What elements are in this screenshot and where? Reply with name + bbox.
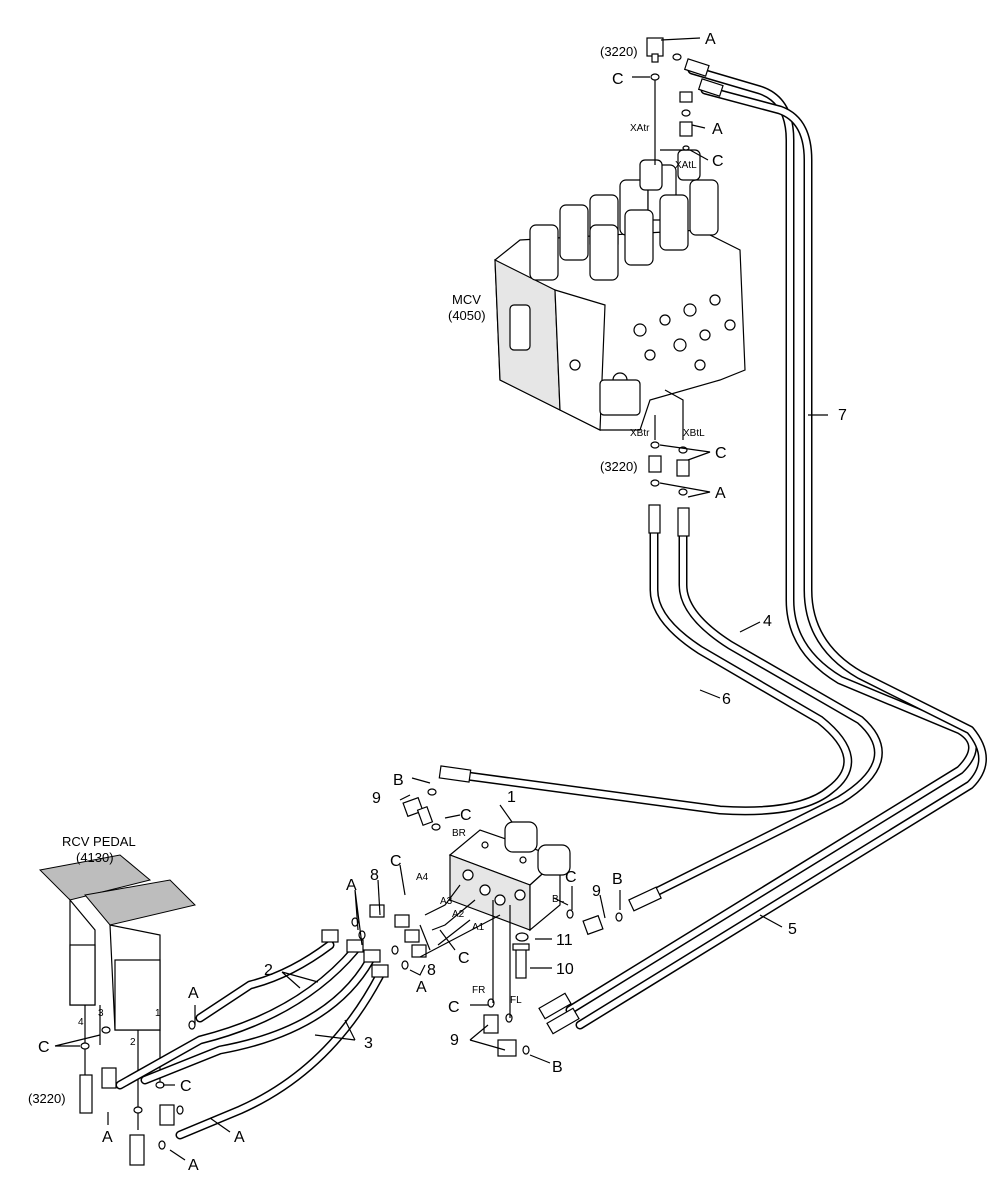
pedal-port-2: 2	[130, 1037, 136, 1048]
callout-a-top: A	[705, 31, 716, 48]
rcv-pedal-name: RCV PEDAL	[62, 834, 136, 849]
callout-5: 5	[788, 921, 797, 938]
callout-9-left: 9	[372, 790, 381, 807]
o-ring	[650, 479, 660, 487]
callout-c-fr: C	[448, 999, 460, 1016]
fitting-code-mcv-bottom: (3220)	[600, 459, 638, 474]
labels: (3220) A C A C XAtr XAtL MCV (4050) XBtr…	[28, 31, 847, 1174]
callout-b-left: B	[393, 772, 404, 789]
hose-6	[635, 520, 883, 905]
callout-a-block: A	[346, 877, 357, 894]
callout-c-a4: C	[390, 853, 402, 870]
o-ring	[505, 1013, 513, 1023]
o-ring	[515, 932, 529, 942]
o-ring	[401, 960, 409, 970]
o-ring	[566, 909, 574, 919]
callout-b-bottom: B	[552, 1059, 563, 1076]
o-ring	[682, 145, 690, 151]
callout-8-top: 8	[370, 867, 379, 884]
callout-b-right: B	[612, 871, 623, 888]
callout-a-pedal-left: A	[102, 1129, 113, 1146]
mcv-fittings	[632, 37, 711, 498]
o-ring	[522, 1045, 530, 1055]
port-xatr: XAtr	[630, 123, 650, 134]
pilot-fittings	[158, 884, 501, 1150]
hose-5	[575, 85, 987, 1030]
port-xbtr: XBtr	[630, 428, 650, 439]
callout-c-top: C	[612, 71, 624, 88]
callout-c-br: C	[460, 807, 472, 824]
callout-1: 1	[507, 789, 516, 806]
o-ring	[188, 1020, 196, 1030]
spool-caps	[529, 149, 719, 281]
callout-4: 4	[763, 613, 772, 630]
callout-a-pedal-top: A	[188, 985, 199, 1002]
o-ring	[155, 1081, 165, 1089]
fitting-code-pedal: (3220)	[28, 1091, 66, 1106]
pedal-port-3: 3	[98, 1008, 104, 1019]
o-ring	[650, 73, 660, 81]
port-a4: A4	[416, 872, 429, 883]
callout-c-mcv-bottom: C	[715, 445, 727, 462]
callout-c-a1: C	[458, 950, 470, 967]
callout-6: 6	[722, 691, 731, 708]
callout-c-bl: C	[565, 869, 577, 886]
callout-7: 7	[838, 407, 847, 424]
o-ring	[391, 945, 399, 955]
rcv-pedal-code: (4130)	[76, 850, 114, 865]
o-ring	[176, 1105, 184, 1115]
o-ring	[650, 441, 660, 449]
callout-2: 2	[264, 962, 273, 979]
mcv-port-holes	[509, 294, 736, 416]
o-ring	[681, 109, 691, 117]
mcv-valve	[494, 80, 746, 440]
o-ring	[101, 1026, 111, 1034]
mcv-name: MCV	[452, 292, 481, 307]
callout-9-right: 9	[592, 883, 601, 900]
rcv-pedal	[38, 854, 196, 1166]
mcv-code: (4050)	[448, 308, 486, 323]
callout-a-pedal-mid: A	[234, 1129, 245, 1146]
o-ring	[133, 1106, 143, 1114]
pedal-port-1: 1	[155, 1008, 161, 1019]
callout-11: 11	[556, 932, 573, 949]
o-ring	[80, 1042, 90, 1050]
o-ring	[427, 788, 437, 796]
pilot-hoses	[115, 940, 385, 1140]
port-a1: A1	[472, 922, 485, 933]
port-bl: BL	[552, 894, 565, 905]
callout-a-pedal-bottom: A	[188, 1157, 199, 1174]
port-xatl: XAtL	[675, 160, 697, 171]
leader-lines	[54, 414, 828, 1161]
pedal-port-4: 4	[78, 1017, 84, 1028]
o-ring	[158, 1140, 166, 1150]
callout-c-pedal-left: C	[38, 1039, 50, 1056]
callout-8-bottom: 8	[427, 962, 436, 979]
hose-4	[455, 515, 853, 816]
port-fr: FR	[472, 985, 485, 996]
port-a3: A3	[440, 896, 453, 907]
callout-c-mcv: C	[712, 153, 724, 170]
o-ring	[678, 488, 688, 496]
callout-a-block-bottom: A	[416, 979, 427, 996]
o-ring	[615, 912, 623, 922]
port-br: BR	[452, 828, 466, 839]
callout-10: 10	[556, 961, 574, 978]
callout-3: 3	[364, 1035, 373, 1052]
port-a2: A2	[452, 909, 465, 920]
callout-9-bottom: 9	[450, 1032, 459, 1049]
fitting-code-top: (3220)	[600, 44, 638, 59]
o-ring	[672, 53, 682, 61]
o-ring	[431, 823, 441, 831]
callout-a-mcv: A	[712, 121, 723, 138]
hose-end-fittings	[438, 58, 724, 1035]
callout-a-mcv-bottom: A	[715, 485, 726, 502]
port-xbtl: XBtL	[683, 428, 705, 439]
port-fl: FL	[510, 995, 522, 1006]
callout-c-pedal-right: C	[180, 1078, 192, 1095]
